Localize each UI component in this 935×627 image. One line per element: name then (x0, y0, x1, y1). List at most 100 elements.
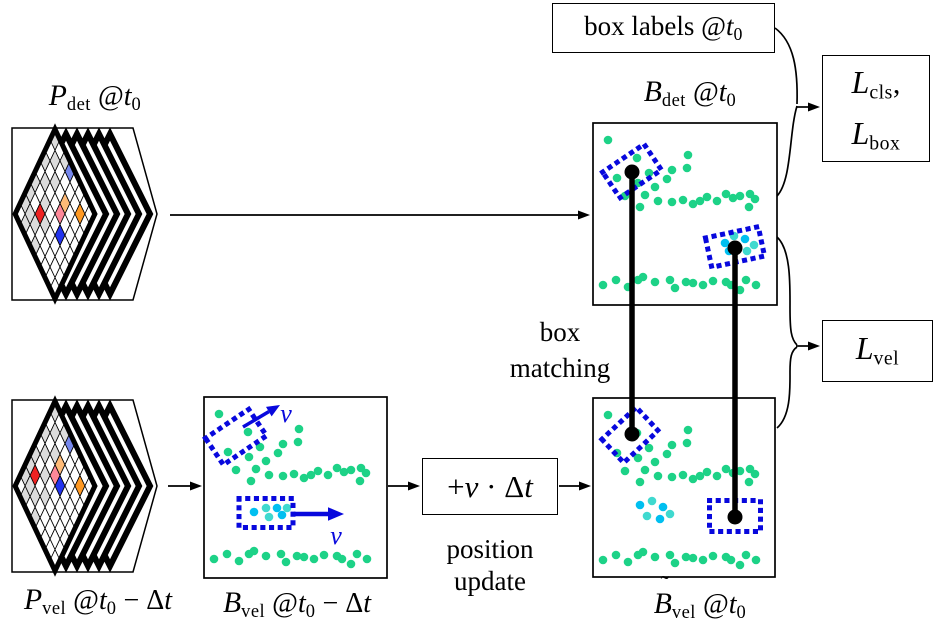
lidar-point (665, 275, 675, 285)
lidar-point (751, 555, 761, 565)
detection-bounding-box (236, 496, 296, 530)
loss-vel-box: Lvel (822, 320, 933, 382)
flow-arrow-6 (796, 341, 820, 351)
lidar-point (678, 195, 688, 205)
box-center-anchor (624, 164, 640, 180)
lidar-point (598, 280, 608, 290)
merge-connector-1 (774, 27, 798, 105)
lidar-point (744, 202, 754, 212)
lidar-point (635, 477, 645, 487)
detection-bounding-box (202, 405, 270, 469)
lidar-point (337, 554, 347, 564)
lidar-point (653, 471, 663, 481)
lidar-point (355, 476, 365, 486)
b-vel-panel-cyan-dots (249, 503, 292, 522)
object-point (740, 234, 750, 244)
flow-arrow-5 (796, 102, 820, 112)
lidar-point (682, 163, 692, 173)
grid-border (15, 129, 95, 299)
lidar-point (306, 470, 316, 480)
merge-connector-4 (776, 346, 798, 429)
object-point (742, 246, 752, 256)
lidar-point (712, 196, 722, 206)
lidar-point (319, 550, 329, 560)
lidar-point (603, 410, 613, 420)
lidar-point (294, 424, 304, 434)
lidar-point (667, 197, 677, 207)
lidar-point (231, 465, 241, 475)
b-vel-label: Bvel @t0 − Δt (222, 587, 372, 622)
lidar-point (681, 277, 691, 287)
lidar-point (644, 168, 654, 178)
lidar-point (313, 466, 323, 476)
box-center-anchor (727, 240, 743, 256)
lidar-point (243, 427, 253, 437)
p-det-stack (11, 128, 158, 300)
lidar-point (665, 550, 675, 560)
lidar-point (332, 463, 342, 473)
b-vel-panel (202, 396, 388, 579)
flow-arrow-2 (168, 481, 202, 491)
lidar-point (688, 553, 698, 563)
lidar-point (702, 192, 712, 202)
b-vel-tilde-panel (592, 397, 776, 578)
box-center-anchor (624, 426, 640, 442)
lidar-point (695, 471, 705, 481)
object-point (647, 496, 657, 506)
merge-connector-2 (776, 105, 798, 197)
lidar-point (633, 453, 643, 463)
feature-grid (15, 129, 95, 299)
position-update-formula: +v · Δt (447, 468, 533, 504)
lidar-point (278, 439, 288, 449)
lidar-point (255, 442, 265, 452)
object-point (277, 510, 287, 520)
detection-bounding-box (599, 140, 665, 202)
detection-bounding-box (702, 223, 768, 271)
lidar-point (662, 174, 672, 184)
box-labels-box: box labels @t0 (552, 3, 775, 53)
lidar-point (688, 474, 698, 484)
lidar-point (662, 449, 672, 459)
lidar-point (234, 556, 244, 566)
lidar-point (670, 283, 680, 293)
lidar-point (683, 425, 693, 435)
lidar-point (352, 549, 362, 559)
b-det-label: Bdet @t0 (643, 76, 737, 111)
lidar-point (299, 552, 309, 562)
object-point (749, 240, 759, 250)
b-vel-tilde-panel-cyan-dots (635, 496, 675, 524)
lidar-point (346, 559, 356, 569)
lidar-point (741, 550, 751, 560)
lidar-point (249, 546, 259, 556)
loss-cls-text: Lcls, (851, 65, 901, 104)
velocity-arrow-2 (294, 507, 344, 521)
loss-box-text: Lbox (851, 115, 901, 155)
lidar-point (611, 275, 621, 285)
flow-arrow-3 (388, 481, 420, 491)
lidar-point (735, 466, 745, 476)
lidar-point (244, 452, 254, 462)
object-point (264, 512, 274, 522)
lidar-point (361, 468, 371, 478)
lidar-point (695, 196, 705, 206)
lidar-point (281, 557, 291, 567)
lidar-point (223, 447, 233, 457)
object-point (261, 503, 271, 513)
lidar-point (721, 464, 731, 474)
lidar-point (708, 551, 718, 561)
lidar-point (246, 476, 256, 486)
loss-cls-box-box: Lcls, Lbox (822, 55, 930, 162)
lidar-point (612, 173, 622, 183)
box-matching-label: box matching (509, 317, 611, 383)
feature-grid (15, 401, 95, 571)
box-center-anchor (727, 509, 743, 525)
flow-arrow-4 (559, 481, 591, 491)
object-point (282, 503, 292, 513)
lidar-point (688, 278, 698, 288)
lidar-point (683, 150, 693, 160)
lidar-point (721, 189, 731, 199)
lidar-point (682, 438, 692, 448)
lidar-point (667, 165, 677, 175)
lidar-point (702, 467, 712, 477)
lidar-point (678, 470, 688, 480)
